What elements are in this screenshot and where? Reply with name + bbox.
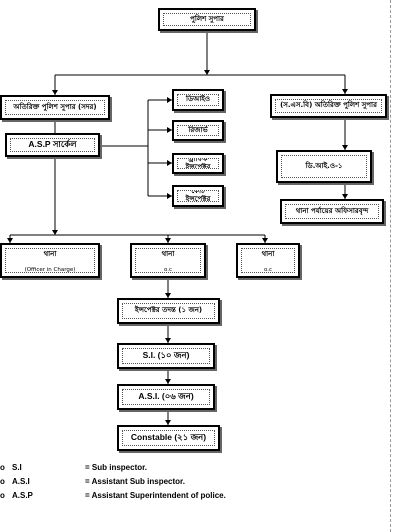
arrow-head — [165, 338, 171, 343]
arrow-head — [52, 230, 58, 235]
legend-definition: = Sub inspector. — [85, 463, 148, 472]
node-di-ob: ডি.আই.ও-১ — [276, 150, 372, 183]
legend-definition: = Assistant Superintendent of police. — [85, 491, 226, 500]
legend-abbreviation: S.I — [12, 463, 22, 472]
arrow-head — [7, 238, 13, 243]
node-additional-sp-hq: অতিরিক্ত পুলিশ সুপার (সদর) — [0, 95, 110, 120]
node-staff-1: ডিআইও — [172, 89, 224, 111]
arrow-head — [204, 70, 210, 75]
arrow-head — [165, 420, 171, 425]
node-thana-officers: থানা পর্যায়ের অফিসারবৃন্দ — [280, 199, 384, 224]
node-label: (স.এস.বি) অতিরিক্ত পুলিশ সুপার — [275, 99, 382, 113]
node-label: পুলিশ সুপার — [163, 13, 251, 26]
page-edge-divider — [390, 0, 391, 532]
node-label: রিজার্ভ — [177, 125, 219, 136]
node-label: Constable (২১ জন) — [122, 430, 215, 446]
arrow-head — [167, 193, 172, 199]
node-label: ইন্সপেক্টর তদন্ত (১ জন) — [122, 303, 215, 319]
node-label: থানা — [241, 248, 295, 273]
node-label: S.I. (১০ জন) — [122, 348, 210, 364]
node-sublabel: (Officer in Charge) — [24, 267, 76, 273]
node-additional-sp-special: (স.এস.বি) অতিরিক্ত পুলিশ সুপার — [270, 94, 387, 118]
arrow-head — [262, 238, 268, 243]
node-staff-2: রিজার্ভ — [172, 120, 224, 141]
legend-row: o A.S.P = Assistant Superintendent of po… — [0, 491, 390, 503]
node-label: থানা — [135, 248, 201, 273]
arrow-head — [167, 97, 172, 103]
node-label: কোর্ট ইন্সপেক্টর — [177, 190, 219, 202]
arrow-head — [342, 145, 348, 150]
legend-definition: = Assistant Sub inspector. — [85, 477, 185, 486]
arrow-head — [165, 238, 171, 243]
node-label: A.S.I. (০৬ জন) — [122, 389, 210, 405]
node-sublabel: o.c — [263, 267, 273, 273]
arrow-head — [342, 89, 348, 94]
node-label: ডিআইও — [177, 94, 219, 106]
node-thana-3: থানা o.c — [236, 243, 300, 278]
node-superintendent-of-police: পুলিশ সুপার — [158, 8, 256, 31]
arrow-head — [165, 293, 171, 298]
node-inspector-investigation: ইন্সপেক্টর তদন্ত (১ জন) — [117, 298, 220, 324]
legend-bullet: o — [0, 477, 5, 486]
legend-row: o A.S.I = Assistant Sub inspector. — [0, 477, 390, 489]
node-label: ডি.আই.ও-১ — [281, 155, 367, 178]
legend-abbreviation: A.S.P — [12, 491, 33, 500]
node-thana-1: থানা (Officer in Charge) — [0, 243, 100, 278]
node-sublabel: o.c — [163, 267, 173, 273]
arrow-head — [342, 194, 348, 199]
connector-lines — [7, 31, 348, 425]
arrow-head — [167, 127, 172, 133]
node-label: A.S.P সার্কেল — [10, 138, 95, 152]
arrow-head — [167, 160, 172, 166]
node-label: থানা — [5, 248, 95, 273]
node-label: থানা পর্যায়ের অফিসারবৃন্দ — [285, 204, 379, 219]
node-sub-inspector: S.I. (১০ জন) — [117, 343, 215, 369]
node-label: ট্রাফিক ইন্সপেক্টর — [177, 158, 219, 169]
arrow-head — [165, 379, 171, 384]
legend-bullet: o — [0, 491, 5, 500]
node-staff-4: কোর্ট ইন্সপেক্টর — [172, 185, 224, 207]
legend-row: o S.I = Sub inspector. — [0, 463, 390, 475]
node-constable: Constable (২১ জন) — [117, 425, 220, 451]
node-staff-3: ট্রাফিক ইন্সপেক্টর — [172, 153, 224, 174]
node-asp-circle: A.S.P সার্কেল — [5, 133, 100, 157]
node-assistant-sub-inspector: A.S.I. (০৬ জন) — [117, 384, 215, 410]
legend-bullet: o — [0, 463, 5, 472]
arrow-head — [52, 90, 58, 95]
legend-abbreviation: A.S.I — [12, 477, 30, 486]
node-label: অতিরিক্ত পুলিশ সুপার (সদর) — [5, 100, 105, 115]
node-thana-2: থানা o.c — [130, 243, 206, 278]
